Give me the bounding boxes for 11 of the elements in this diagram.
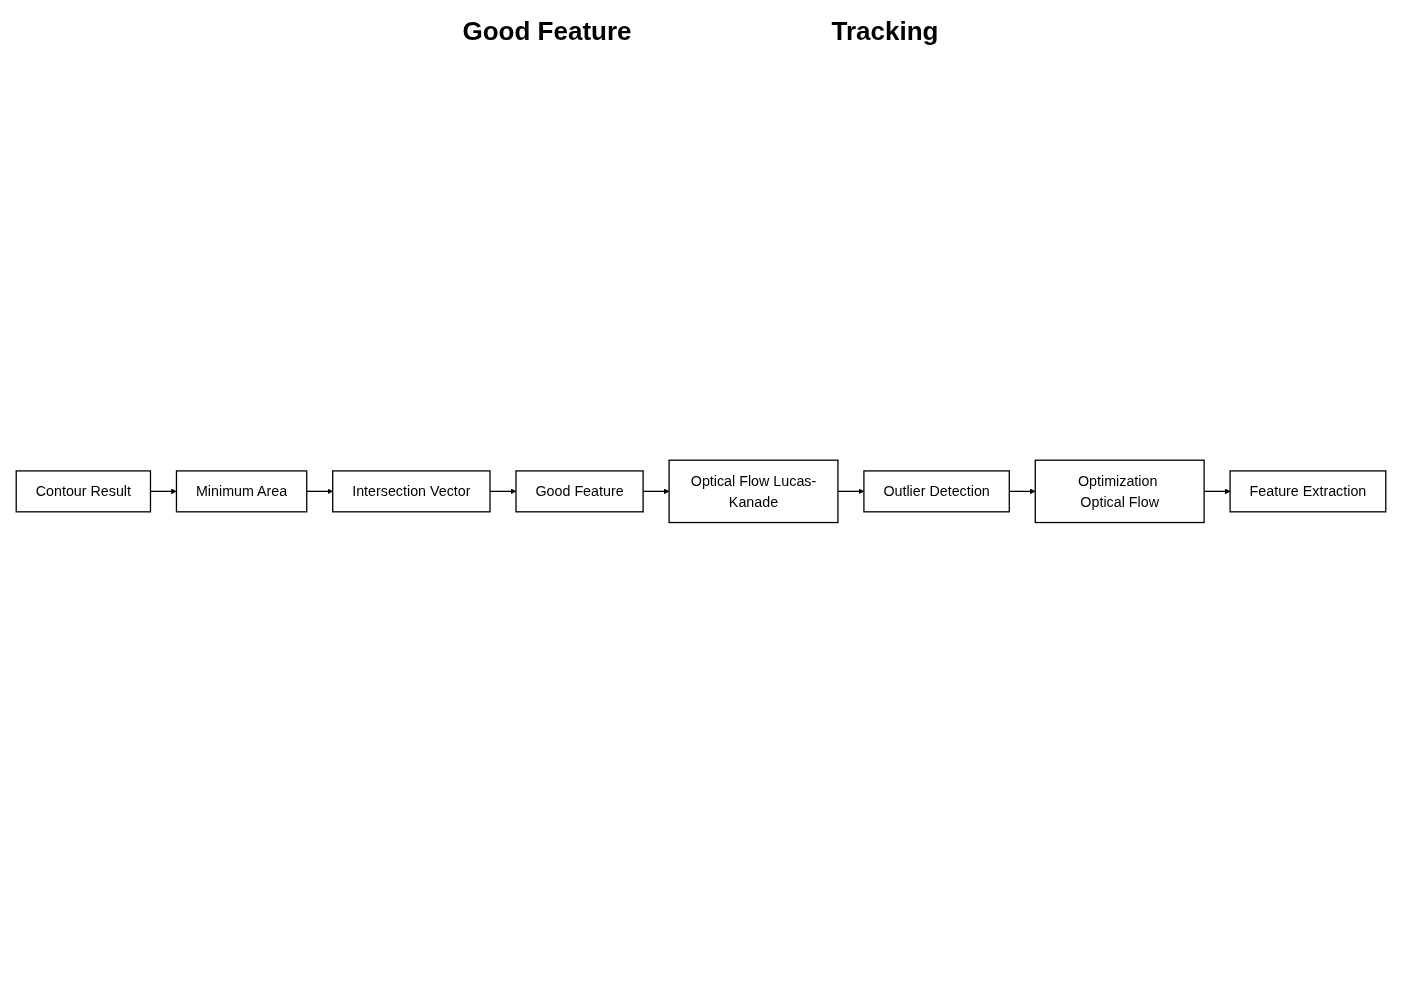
node-box: Optical Flow Lucas-Kanade	[667, 459, 839, 523]
node-box: Good Feature	[514, 469, 644, 513]
arrow	[1008, 488, 1035, 494]
node-box: Outlier Detection	[862, 469, 1010, 513]
node-box: Feature Extraction	[1228, 469, 1386, 513]
node-box: Minimum Area	[175, 469, 307, 513]
column-heading: Good Feature	[462, 16, 632, 47]
node-box: Intersection Vector	[331, 469, 491, 513]
column-heading: Tracking	[831, 16, 939, 47]
node-box: Optimization Optical Flow	[1034, 459, 1205, 523]
node-box: Contour Result	[15, 469, 151, 513]
